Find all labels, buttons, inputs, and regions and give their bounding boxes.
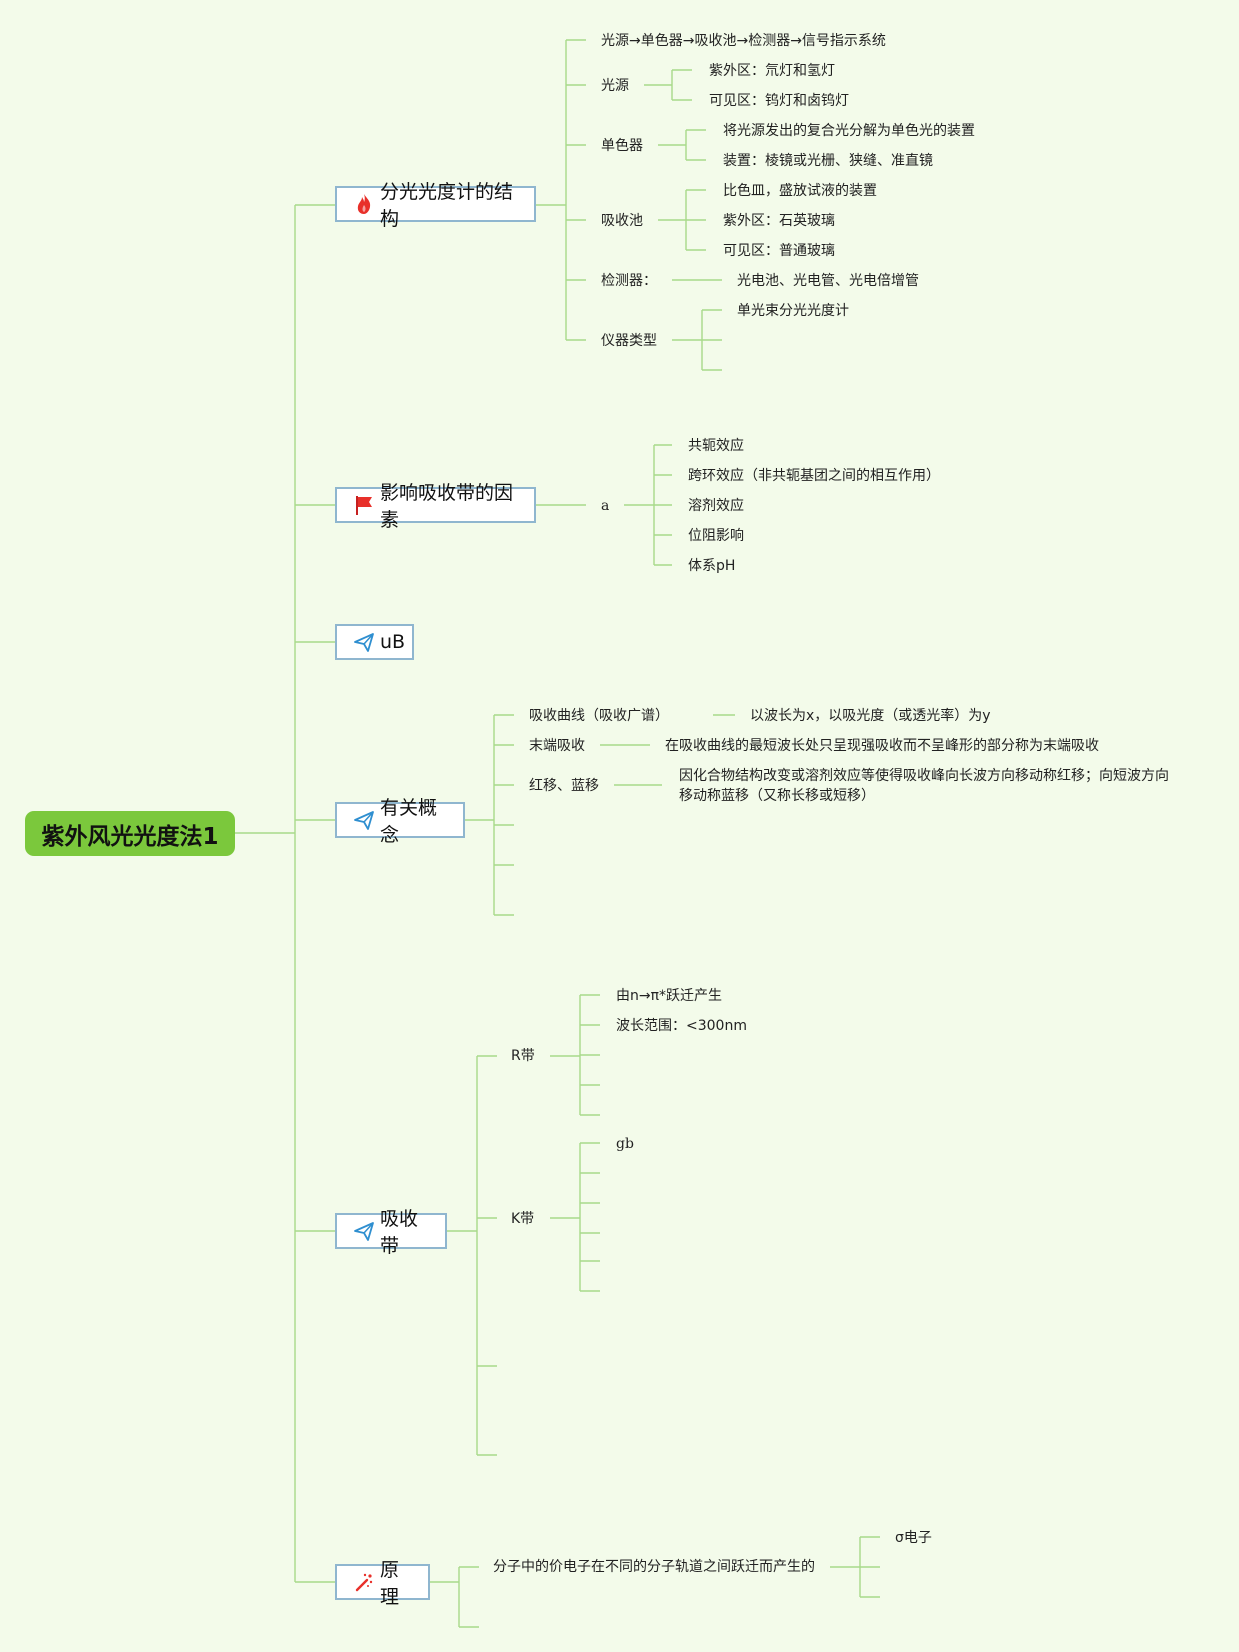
branch-title: 原理 — [380, 1559, 400, 1608]
paper-plane-icon — [353, 1220, 375, 1242]
node-monochromator[interactable]: 单色器 — [601, 138, 643, 154]
node-ph[interactable]: 体系pH — [688, 558, 736, 574]
node-r-band-range[interactable]: 波长范围：<300nm — [616, 1018, 747, 1034]
branch-ub[interactable]: uB — [335, 624, 414, 660]
node-conjugation[interactable]: 共轭效应 — [688, 438, 744, 454]
node-end-absorption[interactable]: 末端吸收 — [529, 738, 585, 754]
node-a[interactable]: a — [601, 498, 610, 514]
node-steric[interactable]: 位阻影响 — [688, 528, 744, 544]
node-r-band-origin[interactable]: 由n→π*跃迁产生 — [616, 988, 723, 1004]
node-light-visible[interactable]: 可见区：钨灯和卤钨灯 — [709, 93, 849, 109]
node-red-blue-shift[interactable]: 红移、蓝移 — [529, 778, 599, 794]
node-red-blue-shift-desc[interactable]: 因化合物结构改变或溶剂效应等使得吸收峰向长波方向移动称红移；向短波方向移动称蓝移… — [679, 768, 1169, 804]
node-r-band[interactable]: R带 — [511, 1048, 535, 1064]
node-absorption-curve[interactable]: 吸收曲线（吸收广谱） — [529, 708, 669, 724]
node-cell-uv[interactable]: 紫外区：石英玻璃 — [723, 213, 835, 229]
node-cell-desc[interactable]: 比色皿，盛放试液的装置 — [723, 183, 877, 199]
branch-title: 分光光度计的结构 — [380, 181, 514, 230]
branch-title: 有关概念 — [380, 797, 438, 846]
node-principle-desc[interactable]: 分子中的价电子在不同的分子轨道之间跃迁而产生的 — [493, 1559, 815, 1575]
node-solvent[interactable]: 溶剂效应 — [688, 498, 744, 514]
node-k-band[interactable]: K带 — [511, 1211, 535, 1227]
node-absorption-curve-desc[interactable]: 以波长为x，以吸光度（或透光率）为y — [750, 708, 991, 724]
branch-spectrophotometer-structure[interactable]: 分光光度计的结构 — [335, 181, 536, 230]
node-flow[interactable]: 光源→单色器→吸收池→检测器→信号指示系统 — [601, 33, 886, 49]
branch-principle[interactable]: 原理 — [335, 1559, 430, 1608]
node-mono-device[interactable]: 装置：棱镜或光栅、狭缝、准直镜 — [723, 153, 933, 169]
fire-icon — [353, 193, 375, 215]
branch-title: 影响吸收带的因素 — [380, 482, 514, 531]
branch-absorption-bands[interactable]: 吸收带 — [335, 1208, 447, 1257]
branch-absorption-factors[interactable]: 影响吸收带的因素 — [335, 482, 536, 531]
branch-title: 吸收带 — [380, 1208, 419, 1257]
flag-icon — [353, 494, 375, 516]
node-k-band-gb[interactable]: gb — [616, 1136, 634, 1152]
node-sigma-electron[interactable]: σ电子 — [895, 1530, 932, 1546]
node-transannular[interactable]: 跨环效应（非共轭基团之间的相互作用） — [688, 468, 940, 484]
wand-icon — [353, 1571, 375, 1593]
branch-title: uB — [380, 631, 406, 653]
node-cell-visible[interactable]: 可见区：普通玻璃 — [723, 243, 835, 259]
node-detector[interactable]: 检测器： — [601, 273, 657, 289]
root-topic[interactable]: 紫外风光光度法1 — [25, 811, 235, 856]
node-mono-desc[interactable]: 将光源发出的复合光分解为单色光的装置 — [723, 123, 975, 139]
node-absorption-cell[interactable]: 吸收池 — [601, 213, 643, 229]
node-detector-types[interactable]: 光电池、光电管、光电倍增管 — [737, 273, 919, 289]
node-instrument-type[interactable]: 仪器类型 — [601, 333, 657, 349]
node-single-beam[interactable]: 单光束分光光度计 — [737, 303, 849, 319]
node-light-source[interactable]: 光源 — [601, 78, 629, 94]
node-light-uv[interactable]: 紫外区：氘灯和氢灯 — [709, 63, 835, 79]
node-end-absorption-desc[interactable]: 在吸收曲线的最短波长处只呈现强吸收而不呈峰形的部分称为末端吸收 — [665, 738, 1099, 754]
branch-concepts[interactable]: 有关概念 — [335, 797, 465, 846]
paper-plane-icon — [353, 631, 375, 653]
paper-plane-icon — [353, 809, 375, 831]
